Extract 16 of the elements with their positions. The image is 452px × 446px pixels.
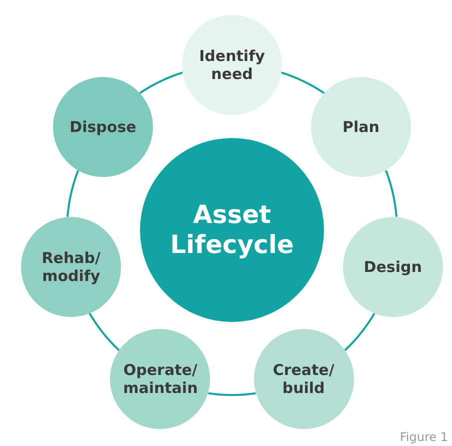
connector-arc: [208, 392, 256, 396]
stage-label: Dispose: [68, 118, 138, 136]
stage-label: Operate/ maintain: [122, 360, 199, 397]
connector-arc: [66, 170, 80, 217]
connector-arc: [139, 72, 183, 94]
stage-label: Create/ build: [272, 360, 336, 397]
stage-label: Plan: [342, 118, 380, 136]
connector-arc: [384, 170, 398, 217]
stage-label: Rehab/ modify: [40, 248, 102, 285]
figure-caption: Figure 1: [400, 430, 448, 444]
connector-arc: [281, 72, 325, 94]
title-text: Asset Lifecycle: [169, 200, 295, 260]
stage-label: Identify need: [198, 47, 266, 83]
connector-arc: [344, 312, 376, 352]
stage-label: Design: [362, 258, 423, 276]
connector-arc: [88, 312, 120, 352]
